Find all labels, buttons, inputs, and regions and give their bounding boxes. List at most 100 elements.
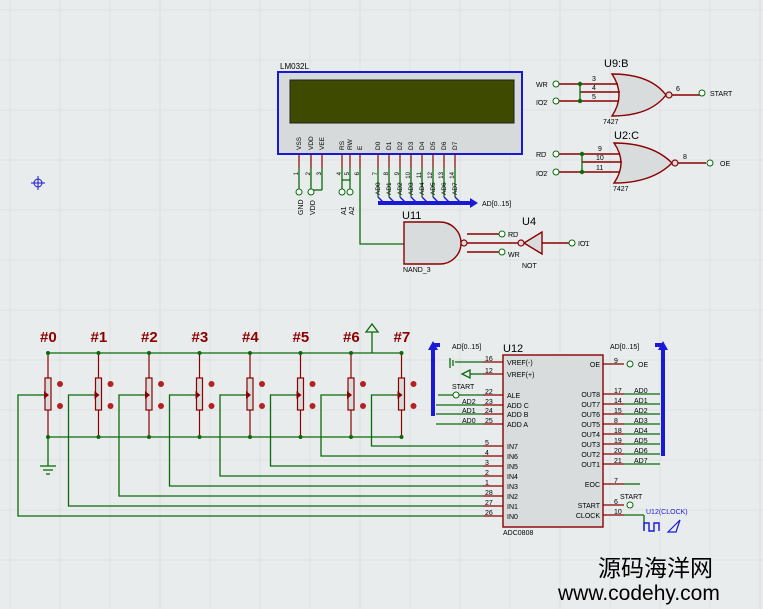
- adc-pin-name: CLOCK: [576, 513, 600, 520]
- lcd-tap-label: AD3: [408, 182, 415, 195]
- adc-pin-name: IN2: [507, 494, 518, 501]
- adc-pin-name: START: [578, 503, 601, 510]
- lcd-name: LM032L: [280, 62, 309, 71]
- u2-part: 7427: [613, 186, 629, 193]
- u9-ref: U9:B: [604, 58, 628, 70]
- u2-out-label: OE: [720, 161, 730, 168]
- u9-pin-b: 4: [592, 85, 596, 92]
- lcd-pin-num: 6: [355, 171, 361, 175]
- adc-pin-name: OUT1: [581, 462, 600, 469]
- lcd-tap-label: AD1: [386, 182, 393, 195]
- lcd-net-label: A1: [341, 206, 348, 215]
- lcd-tap-label: AD6: [441, 182, 448, 195]
- adc-net-label: AD7: [634, 458, 648, 465]
- adc-pin-num: 24: [485, 408, 493, 415]
- adc-pin-name: VREF(-): [507, 360, 533, 367]
- lcd-pin-name: D3: [408, 141, 415, 150]
- adc-pin-name: OUT4: [581, 432, 600, 439]
- lcd-wiring: [295, 168, 478, 245]
- adc-pin-num: 4: [485, 450, 489, 457]
- adc-pin-num: 27: [485, 500, 493, 507]
- u4-not-gate[interactable]: U4 IO1 NOT: [517, 216, 589, 270]
- adc-pin-num: 2: [485, 470, 489, 477]
- lcd-module[interactable]: LM032L VSS1VDD2VEE3RS4RW5E6D07D18D29D310…: [277, 62, 523, 179]
- lcd-pin-name: VSS: [296, 136, 303, 150]
- adc-pin-num: 5: [485, 440, 489, 447]
- adc-pin-num: 21: [614, 458, 622, 465]
- adc-pin-name: ADD B: [507, 412, 529, 419]
- pot-label: #7: [394, 329, 411, 346]
- adc-pin-name: OUT5: [581, 422, 600, 429]
- lcd-tap-label: AD5: [430, 182, 437, 195]
- u9-nor-gate[interactable]: U9:B 7427 WR IO2 3 4 5 6 START: [536, 58, 733, 126]
- watermark-cn: 源码海洋网: [598, 555, 713, 581]
- adc-pin-num: 12: [485, 368, 493, 375]
- u2-nor-gate[interactable]: U2:C 7427 RD IO2 9 10 11 8 OE: [536, 130, 730, 193]
- lcd-tap-label: AD2: [397, 182, 404, 195]
- adc-pin-name: OUT3: [581, 442, 600, 449]
- u4-wr-label: WR: [508, 252, 520, 259]
- adc-part: ADC0808: [503, 530, 533, 537]
- u2-ref: U2:C: [614, 130, 639, 142]
- adc-pin-num: 7: [614, 478, 618, 485]
- adc-pin-name: IN1: [507, 504, 518, 511]
- u9-pin-c: 5: [592, 94, 596, 101]
- adc-pin-name: IN0: [507, 514, 518, 521]
- adc-pin-num: 6: [614, 499, 618, 506]
- lcd-pin-name: RS: [339, 140, 346, 150]
- adc-pin-num: 3: [485, 460, 489, 467]
- lcd-pin-num: 9: [395, 171, 401, 175]
- watermark: 源码海洋网 www.codehy.com: [557, 555, 720, 605]
- lcd-pin-num: 7: [373, 171, 379, 175]
- adc-pin-name: IN6: [507, 454, 518, 461]
- lcd-pin-num: 3: [317, 171, 323, 175]
- adc-pin-name: EOC: [585, 482, 600, 489]
- adc0808-chip[interactable]: U12 ADC0808 16VREF(-)12VREF(+)22ALE23ADD…: [483, 343, 624, 537]
- u4-rd-label: RD: [508, 232, 518, 239]
- adc-net-label: AD3: [634, 418, 648, 425]
- pot-label: #1: [91, 329, 108, 346]
- lcd-pin-name: D6: [441, 141, 448, 150]
- lcd-net-label: A2: [349, 206, 356, 215]
- pot-label: #2: [141, 329, 158, 346]
- origin-marker: [31, 176, 45, 190]
- adc-pin-num: 19: [614, 438, 622, 445]
- adc-start-net-right: START: [620, 494, 643, 501]
- adc-body: [502, 354, 604, 528]
- u2-in2-label: IO2: [536, 171, 547, 178]
- u9-in2-label: IO2: [536, 100, 547, 107]
- adc-pin-num: 22: [485, 389, 493, 396]
- lcd-pins: VSS1VDD2VEE3RS4RW5E6D07D18D29D310D411D51…: [294, 136, 459, 179]
- adc-pin-num: 20: [614, 448, 622, 455]
- lcd-bus-label: AD[0..15]: [482, 201, 511, 208]
- adc-net-label: AD6: [634, 448, 648, 455]
- adc-oe-net: OE: [638, 362, 648, 369]
- u11-nand-gate[interactable]: U11 NAND_3 RD WR: [402, 210, 520, 274]
- potentiometers: #0#1#2#3#4#5#6#7: [38, 329, 417, 439]
- adc-pin-num: 25: [485, 418, 493, 425]
- lcd-pin-name: D1: [386, 141, 393, 150]
- adc-net-ad2: AD2: [462, 399, 476, 406]
- adc-net-label: AD0: [634, 388, 648, 395]
- pot-to-adc-wires: [17, 394, 483, 517]
- lcd-pin-num: 5: [345, 171, 351, 175]
- adc-start-net-left: START: [452, 384, 475, 391]
- adc-pin-name: OUT6: [581, 412, 600, 419]
- adc-net-label: AD5: [634, 438, 648, 445]
- u9-part: 7427: [603, 119, 619, 126]
- adc-pin-name: VREF(+): [507, 372, 534, 379]
- lcd-pin-num: 4: [337, 171, 343, 175]
- adc-pin-num: 17: [614, 388, 622, 395]
- u2-in1-label: RD: [536, 152, 546, 159]
- adc-pin-name: IN4: [507, 474, 518, 481]
- adc-pin-name: ADD C: [507, 403, 529, 410]
- u9-in1-label: WR: [536, 82, 548, 89]
- lcd-pin-num: 1: [294, 171, 300, 175]
- lcd-tap-label: AD0: [375, 182, 382, 195]
- lcd-pin-num: 13: [439, 171, 445, 178]
- lcd-pin-num: 8: [384, 171, 390, 175]
- pot-label: #5: [293, 329, 310, 346]
